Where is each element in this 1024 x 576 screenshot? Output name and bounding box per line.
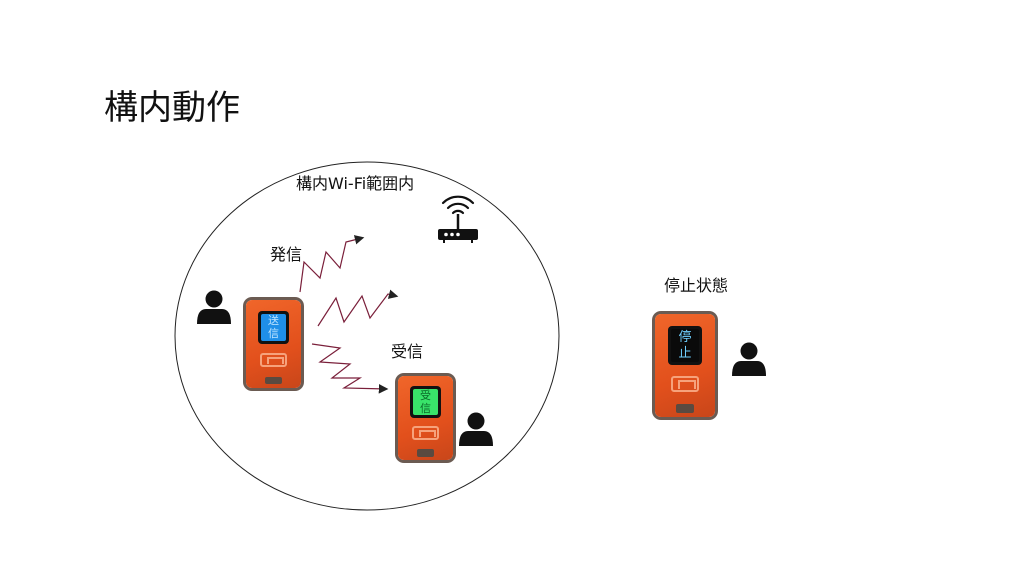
sender-device: 送 信 [246,300,301,388]
person-icon [732,342,766,376]
receive-label: 受信 [391,342,424,361]
stopped-display-line2: 止 [678,345,692,361]
stopped-label: 停止状態 [664,276,729,295]
receiver-device: 受 信 [398,376,453,460]
signal-wave-down [311,343,389,394]
sender-display-line2: 信 [267,327,279,341]
device-port [676,403,694,413]
wifi-router-icon [438,195,478,243]
receiver-display-line1: 受 [419,389,431,403]
signal-wave-up [299,235,365,293]
device-port [417,449,434,457]
receiver-display: 受 信 [413,389,438,415]
person-icon [197,290,231,324]
stopped-device: 停 止 [655,314,715,417]
wifi-range-circle [174,161,560,511]
device-logo [670,375,700,393]
device-port [265,376,282,385]
device-logo [260,352,287,367]
sender-display: 送 信 [261,313,286,341]
person-icon [459,412,493,446]
receiver-display-line2: 信 [419,402,431,416]
device-logo [412,426,439,440]
slide-title: 構内動作 [104,88,240,128]
signal-wave-right [317,289,399,327]
wifi-range-label: 構内Wi-Fi範囲内 [296,174,415,193]
stopped-display: 停 止 [671,329,699,363]
stopped-display-line1: 停 [678,329,692,345]
send-label: 発信 [270,245,303,264]
sender-display-line1: 送 [267,314,279,328]
